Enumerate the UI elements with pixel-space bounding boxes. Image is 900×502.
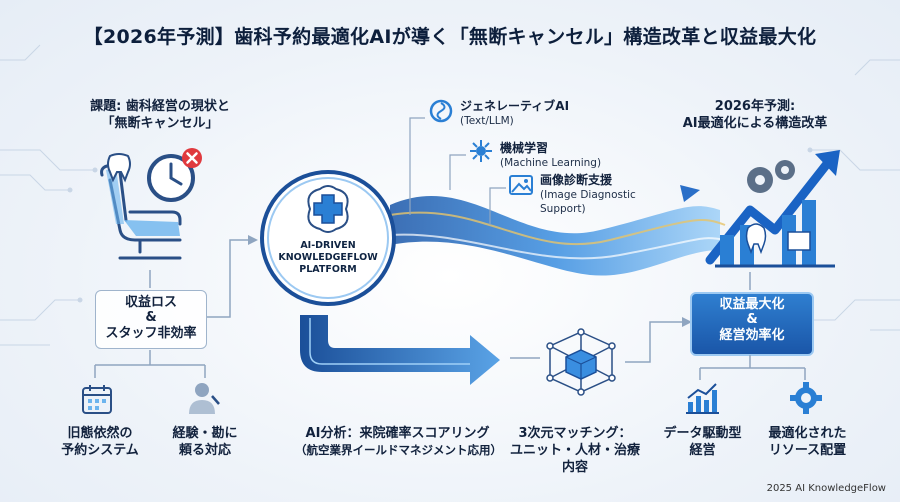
right-item1: データ駆動型 経営 <box>655 425 750 459</box>
tech1-ja: ジェネレーティブAI <box>460 99 570 113</box>
matching-line1: 3次元マッチング： <box>518 426 632 441</box>
platform-line1: AI-DRIVEN <box>300 240 356 251</box>
generative-ai-icon <box>429 99 453 123</box>
analysis-line2: （航空業界イールドマネジメント応用） <box>295 443 502 457</box>
right-item2-line2: リソース配置 <box>768 443 847 458</box>
staff-icon <box>189 383 220 414</box>
tech2: 機械学習 (Machine Learning) <box>500 140 601 170</box>
left-item2: 経験・勘に 頼る対応 <box>160 425 250 459</box>
left-item2-line2: 頼る対応 <box>178 443 231 458</box>
loss-line1: 収益ロス <box>124 295 177 310</box>
tech1: ジェネレーティブAI (Text/LLM) <box>460 98 569 128</box>
analysis-label: AI分析：来院確率スコアリング （航空業界イールドマネジメント応用） <box>295 425 502 459</box>
right-item2-line1: 最適化された <box>768 426 847 441</box>
tech3-en-line1: (Image Diagnostic <box>540 189 636 201</box>
machine-learning-icon <box>470 140 492 162</box>
growth-chart-icon <box>705 150 840 268</box>
left-item1-line1: 旧態依然の <box>67 426 133 441</box>
left-heading-line1: 課題: 歯科経営の現状と <box>90 99 230 114</box>
footer-credit: 2025 AI KnowledgeFlow <box>766 483 886 494</box>
tooth-icon <box>107 153 131 183</box>
left-item1: 旧態依然の 予約システム <box>55 425 145 459</box>
tech3: 画像診断支援 (Image Diagnostic Support) <box>540 172 636 216</box>
dental-chair-icon <box>100 162 182 260</box>
3d-matching-cube-icon <box>546 328 616 396</box>
platform-label: AI-DRIVEN KNOWLEDGEFLOW PLATFORM <box>268 240 388 276</box>
left-item2-line1: 経験・勘に <box>172 426 238 441</box>
loss-box: 収益ロス & スタッフ非効率 <box>95 290 207 349</box>
bar-chart-icon <box>686 383 719 414</box>
cancel-icon <box>182 148 202 168</box>
left-heading: 課題: 歯科経営の現状と 「無断キャンセル」 <box>60 98 260 132</box>
left-heading-line2: 「無断キャンセル」 <box>101 116 219 131</box>
gear-icon <box>790 382 822 414</box>
result-line1: 収益最大化 <box>719 297 785 312</box>
platform-circle <box>260 170 396 306</box>
matching-line2: ユニット・人材・治療内容 <box>509 443 640 475</box>
clock-icon <box>147 154 195 202</box>
medical-brain-icon <box>307 185 349 233</box>
image-icon <box>509 175 533 195</box>
right-heading-line1: 2026年予測: <box>714 99 796 114</box>
left-item1-line2: 予約システム <box>61 443 139 458</box>
right-item1-line2: 経営 <box>689 443 716 458</box>
tech1-en: (Text/LLM) <box>460 115 514 127</box>
tech3-ja: 画像診断支援 <box>540 173 613 187</box>
calendar-icon <box>82 385 112 414</box>
loss-line2: & <box>145 310 157 325</box>
tech3-en-line2: Support) <box>540 203 586 215</box>
analysis-line1: AI分析：来院確率スコアリング <box>305 426 490 441</box>
page-title: 【2026年予測】歯科予約最適化AIが導く「無断キャンセル」構造改革と収益最大化 <box>83 26 817 48</box>
matching-label: 3次元マッチング： ユニット・人材・治療内容 <box>505 425 645 476</box>
platform-line2: KNOWLEDGEFLOW <box>278 252 378 263</box>
right-heading-line2: AI最適化による構造改革 <box>682 116 828 131</box>
right-item2: 最適化された リソース配置 <box>755 425 860 459</box>
tech2-ja: 機械学習 <box>500 141 549 155</box>
result-line2: & <box>746 312 758 327</box>
right-heading: 2026年予測: AI最適化による構造改革 <box>655 98 855 132</box>
right-item1-line1: データ駆動型 <box>663 426 742 441</box>
platform-line3: PLATFORM <box>299 264 357 275</box>
loss-line3: スタッフ非効率 <box>105 326 197 341</box>
tech2-en: (Machine Learning) <box>500 157 602 169</box>
result-line3: 経営効率化 <box>719 328 785 343</box>
result-box: 収益最大化 & 経営効率化 <box>690 292 814 356</box>
